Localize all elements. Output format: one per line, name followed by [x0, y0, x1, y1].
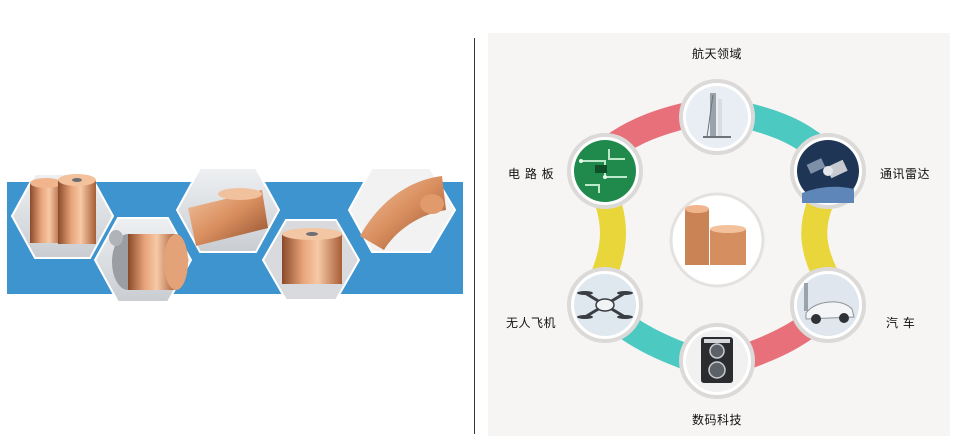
copper-roll-hexagon — [93, 217, 193, 303]
copper-roll-hexagon — [10, 173, 115, 259]
launch-tower-icon — [703, 93, 731, 138]
car-circle — [790, 267, 866, 343]
label-radar: 通讯雷达 — [880, 167, 931, 181]
aerospace-circle — [679, 79, 755, 155]
radar-circle — [790, 133, 866, 209]
drone-icon — [577, 291, 633, 319]
satellite-icon — [802, 158, 854, 203]
center-copper-circle — [669, 192, 765, 288]
digital-tech-circle — [679, 323, 755, 399]
drone-circle — [567, 267, 643, 343]
circuit-board-circle — [567, 133, 643, 209]
copper-foil-hexagons — [10, 167, 457, 303]
label-aerospace: 航天领域 — [692, 47, 743, 61]
car-icon — [804, 283, 855, 324]
copper-sheet-hexagon — [347, 167, 457, 253]
label-circuit-board: 电 路 板 — [508, 167, 555, 181]
label-car: 汽 车 — [886, 316, 916, 330]
panel-divider — [474, 38, 475, 434]
circuit-board-icon — [579, 149, 627, 193]
copper-roll-hexagon — [175, 167, 281, 253]
camera-icon — [701, 337, 733, 383]
label-drone: 无人飞机 — [506, 316, 557, 330]
label-digital-tech: 数码科技 — [692, 413, 743, 427]
copper-roll-hexagon — [261, 219, 361, 301]
applications-diagram: 航天领域 通讯雷达 汽 车 数码科技 无人飞机 电 路 板 — [488, 33, 950, 436]
product-gallery — [0, 0, 470, 445]
